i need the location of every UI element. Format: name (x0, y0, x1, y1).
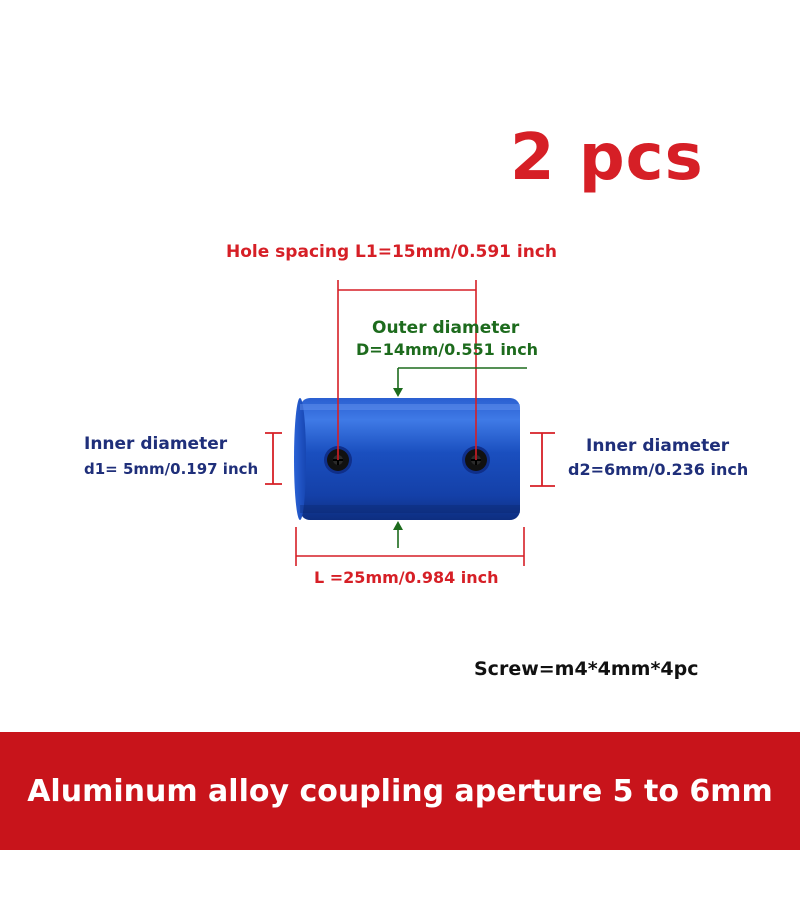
outer-diameter-value: D=14mm/0.551 inch (356, 340, 539, 359)
length-dimension (295, 527, 525, 566)
quantity-label: 2 pcs (510, 121, 704, 195)
length-label: L =25mm/0.984 inch (314, 568, 499, 587)
outer-diameter-title: Outer diameter (372, 318, 520, 338)
inner-diameter-2-dimension (530, 432, 555, 487)
coupling-body (294, 398, 520, 520)
product-banner: Aluminum alloy coupling aperture 5 to 6m… (0, 732, 800, 850)
screw-spec-label: Screw=m4*4mm*4pc (474, 658, 699, 680)
hole-spacing-dimension (337, 280, 477, 460)
banner-text: Aluminum alloy coupling aperture 5 to 6m… (27, 773, 773, 809)
inner-diameter-1-value: d1= 5mm/0.197 inch (84, 460, 259, 478)
inner-diameter-2-title: Inner diameter (586, 436, 730, 456)
inner-diameter-2-value: d2=6mm/0.236 inch (568, 460, 749, 479)
outer-diameter-dimension (393, 367, 527, 548)
inner-diameter-1-dimension (265, 432, 282, 485)
hole-spacing-label: Hole spacing L1=15mm/0.591 inch (226, 242, 558, 262)
inner-diameter-1-title: Inner diameter (84, 434, 228, 454)
